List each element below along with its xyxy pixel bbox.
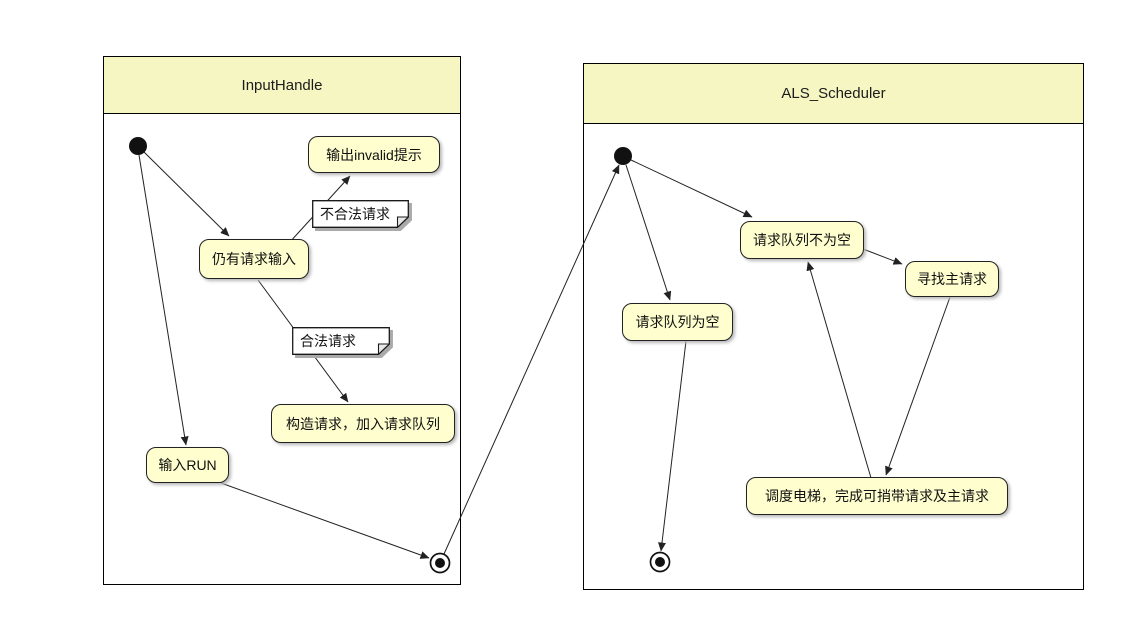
frame-inputhandle-header: InputHandle [104,57,460,114]
state-queue-empty: 请求队列为空 [622,303,733,341]
state-invalid-msg: 输出invalid提示 [308,136,440,173]
note-valid-request: 合法请求 [292,327,390,355]
state-queue-not-empty: 请求队列不为空 [740,221,864,259]
frame-als-scheduler-title: ALS_Scheduler [781,85,886,102]
state-input-run: 输入RUN [146,447,229,483]
state-schedule: 调度电梯，完成可捎带请求及主请求 [746,477,1008,515]
note-shape [292,327,390,355]
state-still-input: 仍有请求输入 [199,239,309,279]
note-shape [312,200,409,228]
note-valid-request-label: 合法请求 [300,333,356,349]
state-find-main: 寻找主请求 [905,261,999,297]
state-build-request: 构造请求，加入请求队列 [271,404,455,443]
note-invalid-request: 不合法请求 [312,200,409,228]
note-invalid-request-label: 不合法请求 [320,206,390,222]
frame-inputhandle-title: InputHandle [241,76,323,94]
frame-als-scheduler-header: ALS_Scheduler [584,64,1083,124]
